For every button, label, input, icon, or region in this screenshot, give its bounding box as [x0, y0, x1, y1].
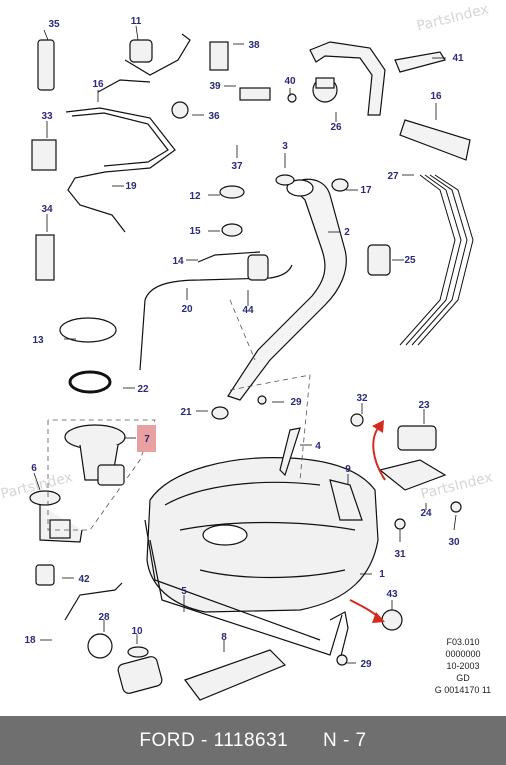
callout-label-20: 20: [181, 304, 193, 315]
callout-label-12: 12: [189, 191, 201, 202]
callout-label-42: 42: [78, 574, 90, 585]
callout-label-26: 26: [330, 122, 342, 133]
callout-label-41: 41: [452, 53, 464, 64]
fuel-system-exploded-view: 3511384116403936162633337271719122341525…: [24, 16, 474, 701]
callout-label-8: 8: [221, 632, 227, 643]
fuel-pump-module: [59, 317, 126, 486]
drawing-id: G 0014170 11: [434, 685, 492, 695]
footer-separator: -: [200, 729, 208, 751]
callout-label-29: 29: [290, 397, 302, 408]
callout-label-34: 34: [41, 204, 53, 215]
canister-bracket: [329, 425, 447, 521]
leader-lines: [33, 25, 457, 664]
drawing-serial: 0000000: [445, 649, 481, 659]
callout-label-28: 28: [98, 612, 110, 623]
callout-label-7: 7: [144, 434, 150, 445]
tank-straps: [144, 519, 349, 661]
callout-label-21: 21: [180, 407, 192, 418]
callout-label-27: 27: [387, 171, 399, 182]
brake-lines: [65, 33, 191, 233]
callout-label-40: 40: [284, 76, 296, 87]
callout-label-25: 25: [404, 255, 416, 266]
small-parts: [31, 39, 462, 666]
filler-pipe: [227, 178, 347, 401]
callout-label-33: 33: [41, 111, 53, 122]
callout-label-38: 38: [248, 40, 260, 51]
callout-label-31: 31: [394, 549, 406, 560]
vent-pipe: [144, 264, 293, 301]
callout-label-30: 30: [448, 537, 460, 548]
callout-label-22: 22: [137, 384, 149, 395]
callout-label-15: 15: [189, 226, 201, 237]
callout-label-32: 32: [356, 393, 368, 404]
footer-part-number: 1118631: [213, 729, 289, 751]
evap-hoses: [309, 41, 471, 161]
highlight-box: [137, 425, 156, 452]
callout-label-9: 9: [345, 464, 351, 475]
callout-label-4: 4: [315, 441, 321, 452]
callout-label-1: 1: [379, 569, 385, 580]
callout-label-16: 16: [430, 91, 442, 102]
fuel-lines-bundle: [399, 174, 474, 346]
callout-label-24: 24: [420, 508, 432, 519]
callout-label-13: 13: [32, 335, 44, 346]
red-arrowheads: [372, 420, 385, 623]
callout-label-39: 39: [209, 81, 221, 92]
callout-label-35: 35: [48, 19, 60, 30]
heat-shield: [184, 649, 287, 701]
callout-label-37: 37: [231, 161, 243, 172]
drawing-code: F03.010: [446, 637, 480, 647]
callout-label-18: 18: [24, 635, 36, 646]
callout-label-11: 11: [131, 16, 142, 27]
callout-label-14: 14: [172, 256, 184, 267]
callout-label-6: 6: [31, 463, 37, 474]
callout-label-29: 29: [360, 659, 372, 670]
sender-unit: [29, 490, 83, 543]
callout-label-5: 5: [181, 586, 187, 597]
footer-brand: FORD: [139, 729, 196, 751]
callout-label-3: 3: [282, 141, 288, 152]
callout-label-16: 16: [92, 79, 104, 90]
drawing-region: GD: [456, 673, 470, 683]
callout-label-44: 44: [242, 305, 254, 316]
callout-label-2: 2: [344, 227, 350, 238]
callout-label-36: 36: [208, 111, 220, 122]
callout-label-17: 17: [360, 185, 372, 196]
callout-label-10: 10: [131, 626, 143, 637]
drawing-info-block: F03.010 0000000 10-2003 GD G 0014170 11: [428, 636, 498, 696]
callout-label-23: 23: [418, 400, 430, 411]
callout-label-43: 43: [386, 589, 398, 600]
footer-bar: FORD - 1118631 N - 7: [0, 716, 506, 765]
fuel-tank: [146, 457, 379, 613]
fuel-filter: [117, 646, 163, 694]
drawing-date: 10-2003: [446, 661, 480, 671]
footer-position: N - 7: [322, 729, 367, 751]
guide-lines: [47, 299, 311, 531]
callout-label-19: 19: [125, 181, 137, 192]
